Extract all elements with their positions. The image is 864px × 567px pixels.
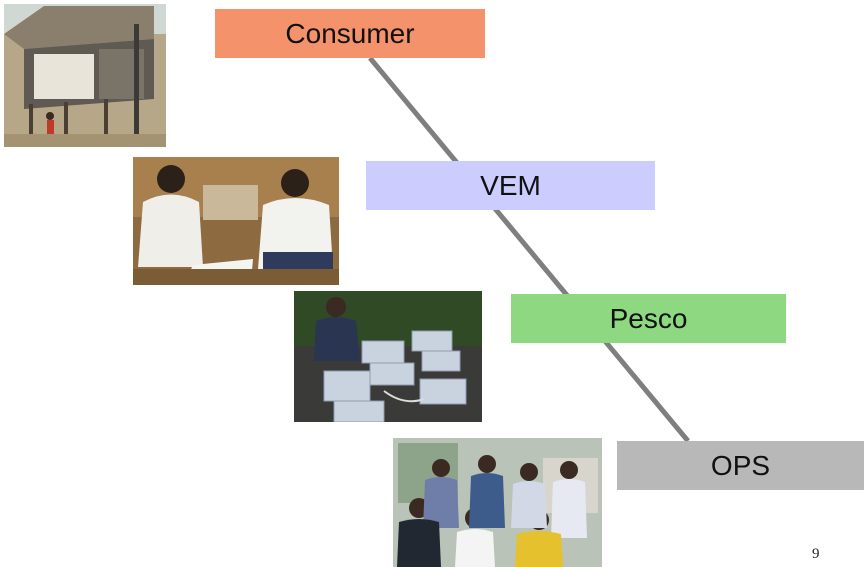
stage-vem: VEM [366, 161, 655, 210]
page-number: 9 [812, 546, 820, 562]
stage-consumer: Consumer [215, 9, 485, 58]
stage-ops-label: OPS [710, 449, 771, 481]
stage-pesco: Pesco [511, 294, 786, 343]
stage-consumer-label: Consumer [285, 17, 415, 49]
team-group-photo [393, 438, 602, 567]
connector-line [368, 56, 690, 443]
stage-vem-label: VEM [480, 169, 541, 201]
solar-panels-photo [294, 291, 482, 422]
villagers-meeting-photo [133, 157, 339, 285]
stilt-house-photo [4, 4, 166, 147]
stage-ops: OPS [617, 441, 864, 490]
stage-pesco-label: Pesco [609, 302, 688, 334]
